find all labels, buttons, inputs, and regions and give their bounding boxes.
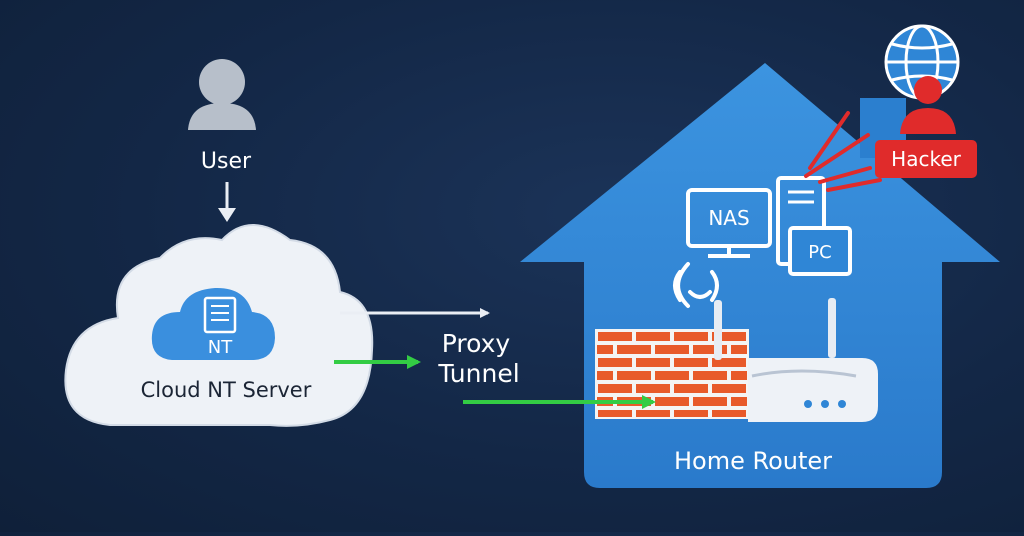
cloud-server-label: Cloud NT Server (141, 378, 312, 402)
home-router-label: Home Router (674, 447, 832, 475)
tunnel-label-line2: Tunnel (437, 359, 519, 388)
pc-tower-icon (776, 176, 852, 276)
pc-label: PC (808, 242, 831, 263)
nt-server-badge (151, 287, 275, 360)
nas-monitor-icon (686, 188, 772, 258)
attack-lines (804, 111, 882, 192)
hacker-badge (875, 140, 977, 178)
user-label: User (201, 149, 252, 174)
hacker-label: Hacker (891, 147, 961, 171)
tunnel-label-line1: Proxy (442, 329, 511, 358)
user-icon (188, 59, 256, 130)
wifi-icon (673, 262, 719, 308)
hacker-avatar-icon (900, 76, 956, 134)
firewall-icon (595, 329, 749, 419)
user-down-arrow (218, 182, 236, 222)
router-icon (714, 298, 878, 422)
nt-badge-label: NT (208, 337, 233, 358)
nas-label: NAS (708, 206, 749, 230)
document-icon (203, 296, 237, 334)
